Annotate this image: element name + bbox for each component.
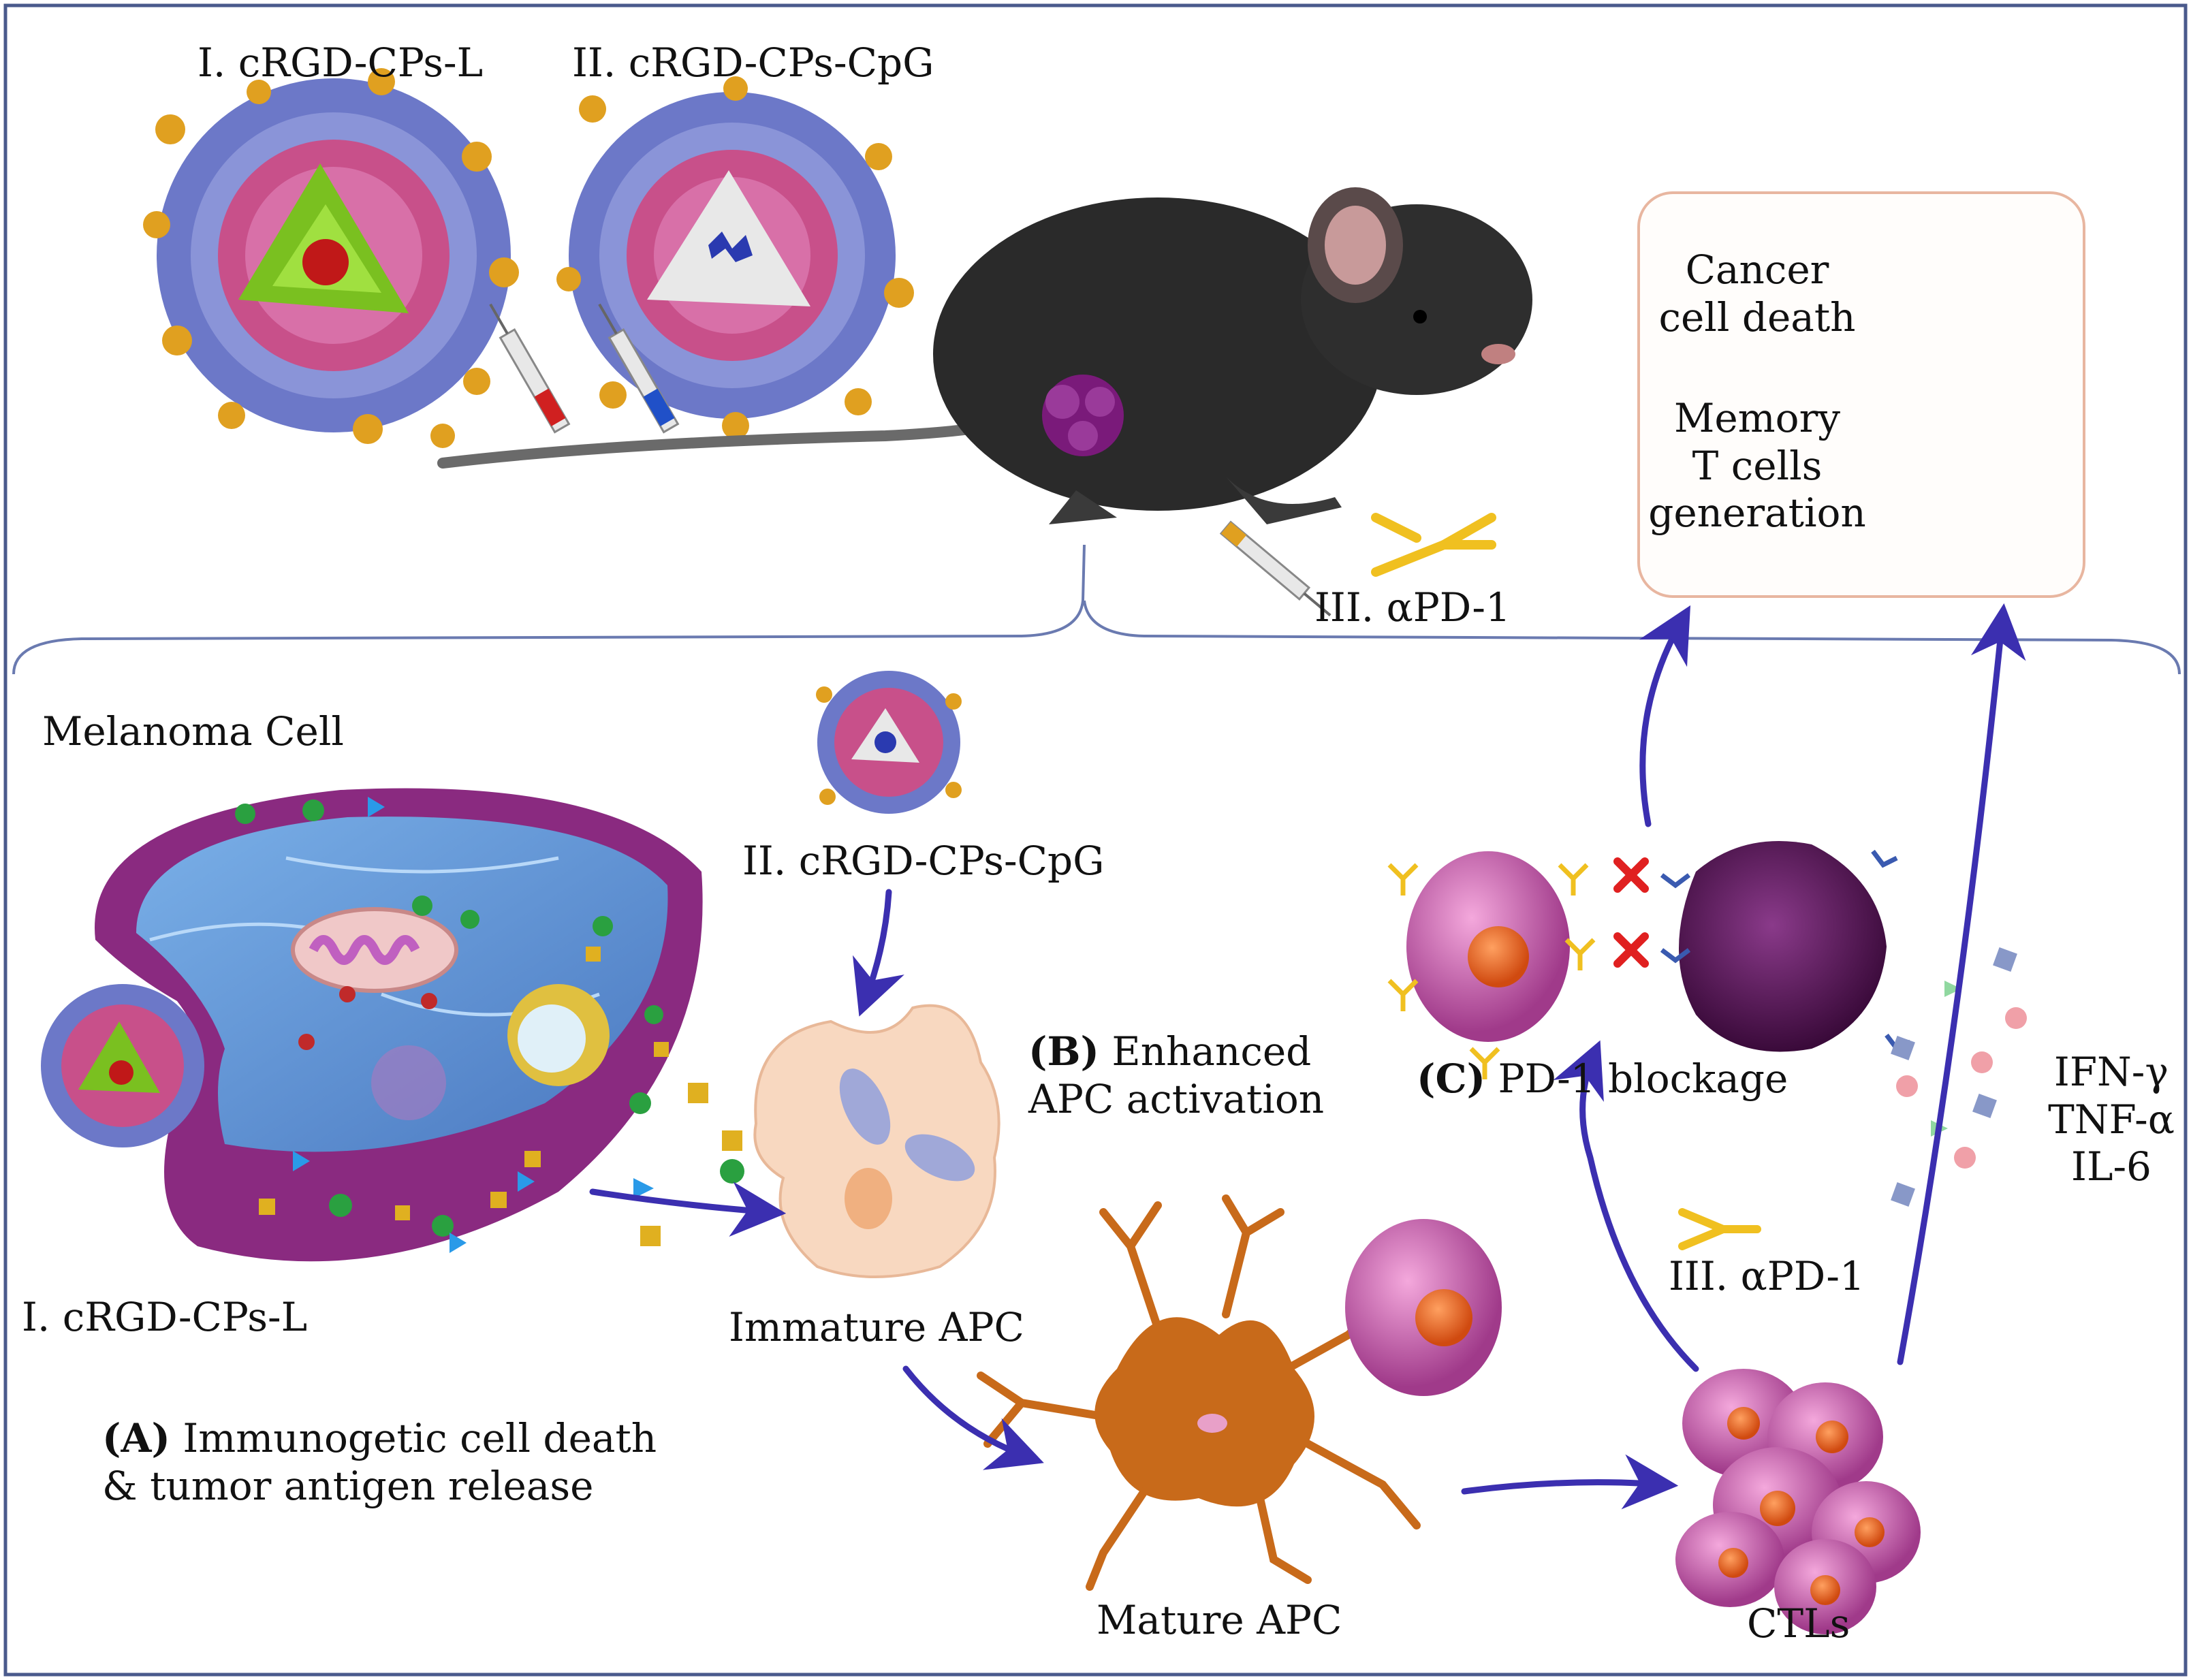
label-immature-apc: Immature APC: [729, 1304, 1024, 1350]
nanoparticle-cpg-top: [556, 76, 914, 439]
section-brace: [12, 544, 2181, 675]
nanoparticle-liposome-lower: [41, 984, 204, 1147]
outcome-memory-line2: T cells: [1692, 442, 1823, 489]
step-c-text: PD-1 blockage: [1498, 1056, 1788, 1102]
mature-apc: [977, 1194, 1421, 1591]
arrow-ctls-to-memory: [1897, 603, 2026, 1365]
label-mature-apc: Mature APC: [1097, 1597, 1342, 1643]
outer-frame: [3, 3, 2188, 1677]
ctls-cluster: [1675, 1369, 1921, 1634]
arrow-apc-maturation: [902, 1365, 1044, 1470]
outcome-cancer-line2: cell death: [1658, 294, 1856, 340]
step-c: (C) PD-1 blockage: [1417, 1056, 1788, 1103]
cytokine-list: IFN-γ TNF-α IL-6: [2043, 1049, 2179, 1191]
cytokine-tnf: TNF-α: [2048, 1096, 2175, 1143]
label-apd1-top: III. αPD-1: [1314, 584, 1511, 631]
outcome-cancer-line1: Cancer: [1685, 247, 1829, 293]
antibody-icon: [1678, 1208, 1761, 1250]
nanoparticle-cpg-lower: [816, 671, 962, 814]
t-cell-presenting: [1345, 1219, 1502, 1396]
syringe-icon: [489, 303, 571, 434]
cytokine-ifn: IFN-γ: [2053, 1049, 2169, 1095]
label-np-cpg-lower: II. cRGD-CPs-CpG: [742, 838, 1105, 884]
arrow-apc-to-ctls: [1461, 1454, 1679, 1510]
flow-arrows: [589, 603, 2026, 1510]
t-cell-pd1: [1387, 851, 1596, 1079]
mouse-illustration: [437, 187, 1532, 524]
outcome-cancer-death: Cancer cell death: [1655, 247, 1859, 341]
outcomes-box: [1637, 191, 2085, 598]
tumor-cell-pdl1: [1660, 841, 1912, 1052]
step-b: (B) Enhanced APC activation: [1028, 1028, 1324, 1123]
released-antigens: [633, 1083, 744, 1246]
label-np-cpg-top: II. cRGD-CPs-CpG: [572, 39, 934, 86]
arrow-antigen-to-apc: [589, 1182, 787, 1237]
arrow-cpg-to-apc: [852, 889, 904, 1017]
syringe-icon: [1219, 520, 1331, 617]
tumor-on-mouse: [1042, 375, 1124, 456]
outcome-memory-t-cells: Memory T cells generation: [1648, 395, 1866, 537]
melanoma-cell: [95, 788, 703, 1262]
arrow-ctls-to-blockage: [1553, 1040, 1699, 1372]
step-c-letter: (C): [1417, 1056, 1486, 1102]
step-a-letter: (A): [102, 1415, 170, 1461]
label-np-liposome-lower: I. cRGD-CPs-L: [22, 1294, 308, 1340]
syringe-icon: [598, 303, 680, 434]
step-a-line2: & tumor antigen release: [102, 1462, 594, 1509]
antibody-icon: [1371, 513, 1496, 577]
cytokine-il6: IL-6: [2071, 1143, 2151, 1190]
step-b-letter: (B): [1028, 1028, 1099, 1075]
step-a: (A) Immunogetic cell death & tumor antig…: [102, 1415, 657, 1510]
step-a-line1: Immunogetic cell death: [183, 1415, 657, 1461]
cytokine-particles: [1891, 947, 2027, 1207]
outcome-memory-line3: generation: [1648, 490, 1866, 537]
label-ctls: CTLs: [1747, 1600, 1850, 1647]
block-x-icon: [1613, 857, 1649, 968]
label-np-liposome-top: I. cRGD-CPs-L: [198, 39, 484, 86]
immature-apc: [753, 1004, 1000, 1278]
label-apd1-lower: III. αPD-1: [1669, 1253, 1865, 1299]
arrow-blockage-to-cancer-death: [1639, 605, 1691, 827]
step-b-line1: Enhanced: [1112, 1028, 1312, 1075]
label-melanoma-cell: Melanoma Cell: [42, 708, 344, 755]
step-b-line2: APC activation: [1028, 1075, 1325, 1122]
outcome-memory-line1: Memory: [1673, 395, 1841, 441]
nanoparticle-liposome-top: [143, 68, 519, 448]
